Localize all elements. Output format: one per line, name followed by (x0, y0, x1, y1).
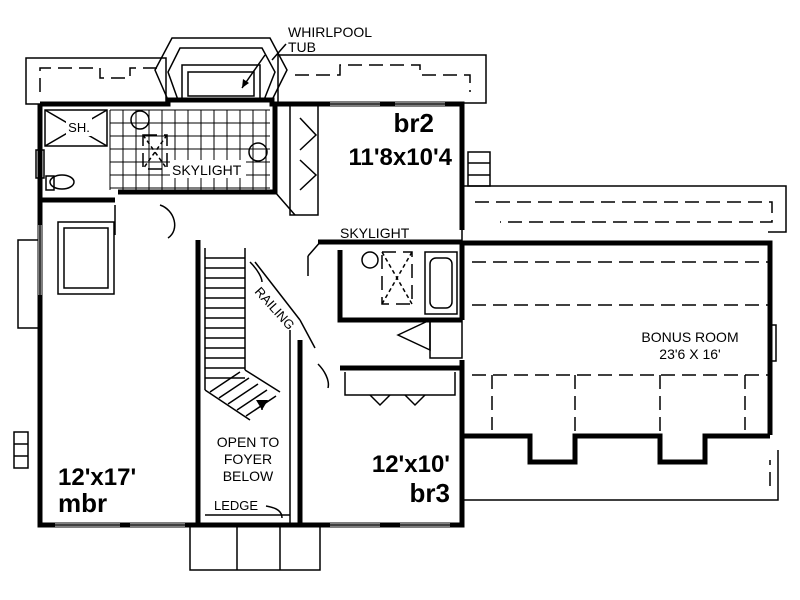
shower-label: SH. (68, 120, 90, 135)
skylight-upper: SKYLIGHT (142, 134, 246, 178)
whirlpool-bay (154, 37, 288, 102)
stair-tread (245, 395, 277, 417)
bonus-room-size: 23'6 X 16' (659, 346, 720, 362)
hall-bath: SKYLIGHT (340, 225, 458, 315)
bonus-room-walls (459, 186, 777, 465)
staircase (204, 248, 316, 421)
shower: SH. (44, 109, 108, 147)
interior-walls (40, 104, 462, 525)
skylight-lower-label: SKYLIGHT (340, 225, 410, 241)
br2-size: 11'8x10'4 (348, 144, 452, 171)
whirlpool-label-line1: WHIRLPOOL (288, 24, 372, 40)
stair-tread (218, 377, 250, 399)
mbr-closet (13, 205, 116, 469)
bonus-roof-outline (462, 185, 787, 501)
whirlpool-label-line2: TUB (288, 39, 316, 55)
open-to-foyer-line1: OPEN TO (217, 434, 280, 450)
open-to-foyer-line2: FOYER (224, 451, 272, 467)
windows (38, 102, 450, 527)
master-bath-fixtures (35, 110, 268, 191)
mbr-size: 12'x17' (58, 464, 136, 491)
stair-tread (227, 383, 259, 405)
hall-doors (159, 117, 463, 407)
stair-tread (236, 389, 268, 411)
open-to-foyer-line3: BELOW (223, 468, 274, 484)
br2-name: br2 (394, 108, 434, 138)
mbr-name: mbr (58, 488, 107, 518)
skylight-upper-label: SKYLIGHT (172, 162, 242, 178)
br3-size: 12'x10' (372, 451, 450, 478)
stair-tread (209, 371, 241, 393)
roof-outline-left (25, 57, 167, 105)
roof-outline-right (277, 54, 487, 104)
chimneys (467, 151, 491, 187)
porch (189, 514, 321, 571)
br3-name: br3 (410, 478, 450, 508)
bonus-room-label: BONUS ROOM (641, 329, 738, 345)
ledge-label: LEDGE (214, 498, 258, 513)
